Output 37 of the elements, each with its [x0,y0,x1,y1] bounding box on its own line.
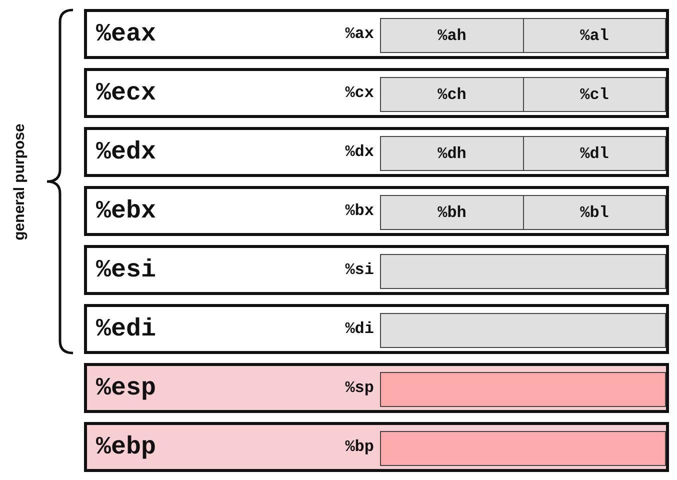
sub-register-name: %cx [345,85,374,101]
register-segment: %dl [523,136,666,171]
register-name: %eax [96,22,156,46]
register-segment: %bh [380,195,524,230]
register-row [84,422,669,472]
register-segment [380,313,666,348]
register-name: %esp [96,376,156,400]
register-segment [380,431,666,466]
register-name: %ebx [96,198,156,224]
sub-register-name: %sp [345,380,374,396]
register-name: %edx [96,140,156,164]
register-row [84,186,669,236]
register-segment: %bl [523,195,666,230]
sub-register-name: %di [345,321,374,337]
register-segment: %al [523,18,666,53]
register-row [84,304,669,354]
register-segment [380,254,666,289]
register-name: %ecx [96,80,156,106]
register-name: %esi [96,258,156,282]
register-row [84,127,669,177]
register-name: %edi [96,316,156,342]
register-row [84,68,669,118]
register-row [84,363,669,413]
group-label: general purpose [12,123,27,240]
register-segment: %ch [380,77,524,112]
register-row [84,9,669,59]
register-row [84,245,669,295]
register-segment: %cl [523,77,666,112]
sub-register-name: %ax [345,26,374,42]
register-segment: %dh [380,136,524,171]
register-segment [380,372,666,407]
register-name: %ebp [96,434,156,460]
sub-register-name: %dx [345,144,374,160]
register-segment: %ah [380,18,524,53]
sub-register-name: %bx [345,203,374,219]
sub-register-name: %si [345,262,374,278]
sub-register-name: %bp [345,439,374,455]
